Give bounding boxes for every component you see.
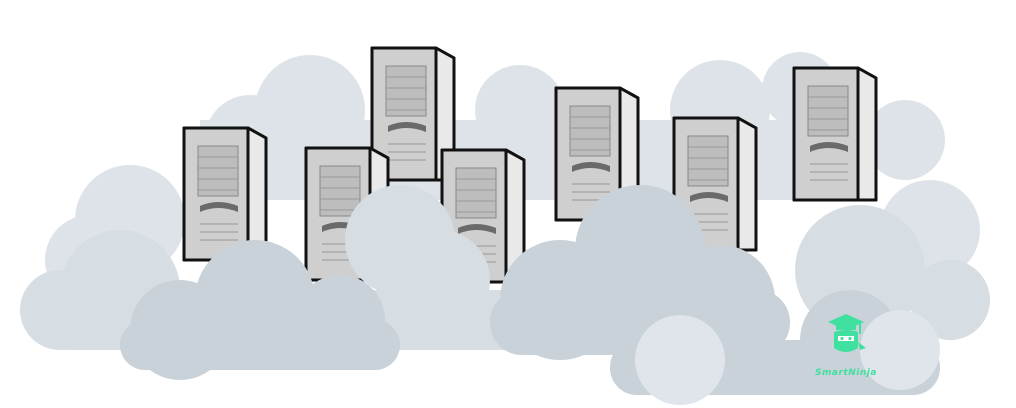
highlight-clouds: [635, 310, 940, 405]
server-icon: [792, 66, 878, 202]
ninja-graduate-icon: [828, 314, 866, 352]
brand-name: SmartNinja: [815, 368, 877, 378]
